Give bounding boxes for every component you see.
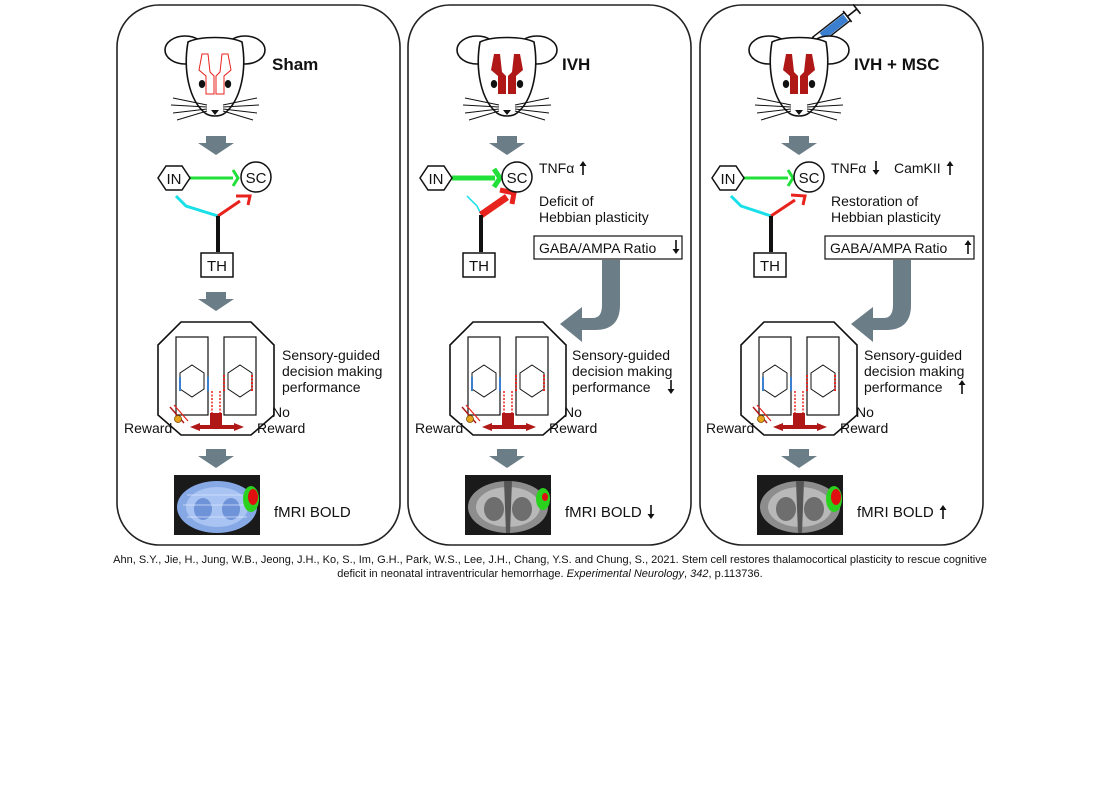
node-sc-circle [501,161,533,193]
performance-label: Sensory-guided decision making performan… [864,347,968,395]
no-reward-label: No Reward [257,404,305,436]
panel-ivh: IVH IN SC TH TNFα Deficit of Hebbian pla… [407,4,692,546]
node-sc-label: SC [246,170,267,187]
fmri-bold-label: fMRI BOLD [565,504,642,521]
node-in-hexagon [419,165,453,191]
brain-fmri-image [465,475,551,535]
reward-label: Reward [124,420,172,436]
node-in-label: IN [429,171,444,188]
plasticity-note: Restoration of Hebbian plasticity [831,193,941,225]
ratio-box [533,235,683,260]
node-th-label: TH [760,258,780,275]
camk-label: CamKII [894,160,941,176]
arrow-up-icon [964,240,972,254]
panel-sham: Sham IN SC TH Sensory-guided decision ma… [116,4,401,546]
fmri-bold-label: fMRI BOLD [857,504,934,521]
node-in-label: IN [721,171,736,188]
panel-title: Sham [272,55,318,74]
arrow-down-icon [647,505,655,519]
node-in-hexagon [157,165,191,191]
maze-icon [740,321,858,436]
circuit-diagram: IN SC TH [157,161,272,278]
curved-flow-arrow-icon [560,260,620,342]
node-th-box [753,252,787,278]
panel-border [116,4,401,546]
arrow-down-icon [672,240,680,254]
panel-ivh-msc: IVH + MSC IN SC TH TNFα CamKII Restorati… [699,3,984,546]
citation-text: Ahn, S.Y., Jie, H., Jung, W.B., Jeong, J… [113,554,987,580]
curved-flow-arrow-icon [851,260,911,342]
node-th-label: TH [207,258,227,275]
node-sc-circle [793,161,825,193]
panel-border [407,4,692,546]
maze-icon [157,321,275,436]
node-in-hexagon [711,165,745,191]
ratio-label: GABA/AMPA Ratio [539,240,656,256]
citation-journal: Experimental Neurology [566,568,684,580]
fmri-bold-label: fMRI BOLD [274,504,351,521]
arrow-up-icon [958,380,966,394]
no-reward-label: No Reward [840,404,888,436]
arrow-up-icon [939,505,947,519]
performance-label: Sensory-guided decision making performan… [282,347,386,395]
arrow-up-icon [579,161,587,175]
reward-label: Reward [706,420,754,436]
arrow-down-icon [872,161,880,175]
node-sc-circle [240,161,272,193]
tnf-label: TNFα [831,160,866,176]
node-th-box [200,252,234,278]
maze-icon [449,321,567,436]
ratio-box [824,235,975,260]
citation: Ahn, S.Y., Jie, H., Jung, W.B., Jeong, J… [100,553,1000,581]
brain-fmri-image [174,475,260,535]
node-sc-label: SC [507,170,528,187]
brain-fmri-image [757,475,843,535]
citation-pages: , p.113736. [708,568,763,580]
ratio-label: GABA/AMPA Ratio [830,240,947,256]
reward-label: Reward [415,420,463,436]
arrow-up-icon [946,161,954,175]
node-in-label: IN [167,171,182,188]
circuit-diagram: IN SC TH [711,161,825,278]
node-th-box [462,252,496,278]
arrow-down-icon [667,380,675,394]
tnf-label: TNFα [539,160,574,176]
node-th-label: TH [469,258,489,275]
performance-label: Sensory-guided decision making performan… [572,347,676,395]
panel-title: IVH [562,55,590,74]
citation-volume: 342 [690,568,709,580]
node-sc-label: SC [799,170,820,187]
citation-separator: , [683,568,691,580]
panel-border [699,4,984,546]
panel-title: IVH + MSC [854,55,940,74]
no-reward-label: No Reward [549,404,597,436]
circuit-diagram: IN SC TH [419,161,533,278]
plasticity-note: Deficit of Hebbian plasticity [539,193,649,225]
